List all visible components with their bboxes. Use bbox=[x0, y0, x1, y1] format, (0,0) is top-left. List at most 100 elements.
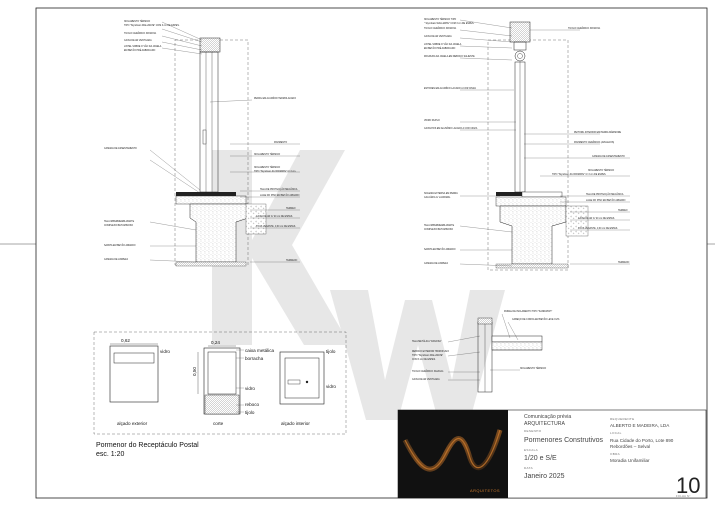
left-label-4: CAIXA DE AR VENTILADA bbox=[124, 39, 152, 42]
roof-label-2: CABEÇO DE COROA EM BETÃO LEVE I=2% bbox=[512, 318, 559, 321]
obra-value: Moradia Unifamiliar bbox=[610, 458, 650, 463]
right-label-11: CAIXILHOS EM ALUMÍNIO LACADO A COR CINZA bbox=[424, 127, 478, 130]
escala-label: ESCALA bbox=[524, 448, 539, 452]
right-label-14: CAMADA DE ASSENTAMENTO bbox=[592, 155, 625, 158]
logo-caption: ARQUITETOS bbox=[470, 488, 500, 493]
right-label-26: SAPATA EM BETÃO ARMADO bbox=[424, 248, 456, 251]
postbox-label-vidro-1: vidro bbox=[160, 349, 170, 354]
left-label-3: TIJOLO CERÂMICO 30X20X11 bbox=[124, 32, 157, 35]
left-label-2: TIPO "Styrofoam WALLMATE" COM 3 cm DE ES… bbox=[124, 24, 180, 27]
postbox-label-vidro-3: vidro bbox=[326, 384, 336, 389]
view-label-corte: corte bbox=[213, 421, 224, 426]
right-label-12: PEITORIL INTERIOR EM PEDRA MÁRMORE bbox=[574, 131, 622, 134]
left-label-15: TERREO bbox=[286, 208, 296, 210]
left-label-9: CAMADA DE ASSENTAMENTO bbox=[104, 147, 137, 150]
left-label-12: TIPO "Styrofoam FLOORMATE" C/ 3 cm. bbox=[254, 170, 296, 173]
postbox-title: Pormenor do Receptáculo Postal bbox=[96, 442, 199, 449]
view-label-exterior: alçado exterior bbox=[117, 421, 148, 426]
roof-label-5: TIPO "Styrofoam WALLMATE" bbox=[412, 354, 443, 357]
postbox-label-borracha: borracha bbox=[245, 356, 264, 361]
title-block: ARQUITETOS Comunicação prévia ARQUITECTU… bbox=[397, 409, 707, 499]
local-value-2: Rebordões – Selval bbox=[610, 444, 650, 449]
left-label-16: CAIXA DE AR C/ 20 cm DE ESPES. bbox=[256, 215, 293, 218]
watermark-kw bbox=[212, 150, 505, 420]
postbox-scale: esc. 1:20 bbox=[96, 451, 125, 458]
project-line-2: ARQUITECTURA bbox=[524, 421, 565, 427]
desenho-value: Pormenores Construtivos bbox=[524, 437, 603, 444]
roof-label-3: TELA METÁLICA "DANOSA" bbox=[412, 340, 442, 343]
project-line-1: Comunicação prévia bbox=[524, 414, 571, 420]
left-label-14: LAGE DO PISO EM BETÃO ARMADO bbox=[260, 194, 300, 197]
left-label-6: EM BETÃO PRÉ-FABRICADO bbox=[124, 49, 155, 52]
data-label: DATA bbox=[524, 466, 534, 470]
postbox-label-vidro-2: vidro bbox=[245, 386, 255, 391]
local-value: Rua Cidade do Porto, Lote 890 bbox=[610, 438, 674, 443]
folha-label: FOLHA Nº bbox=[676, 494, 690, 498]
postbox-dim-1: 0,62 bbox=[121, 338, 130, 343]
right-label-13: PAVIMENTO CERÂMICO (AZULEJOS) bbox=[574, 141, 614, 144]
left-label-5: LINTEL SOBRE O VÃO DA JANELA bbox=[124, 45, 162, 48]
local-label: LOCAL bbox=[610, 431, 622, 435]
right-label-18: CALCÁRIA C/ LACRIMAL bbox=[424, 196, 451, 199]
roof-label-9: ISOLAMENTO TÉRMICO bbox=[520, 367, 546, 370]
right-label-24: TELA IMPERMEABILIZANTE bbox=[424, 224, 455, 227]
postbox-dim-2: 0,24 bbox=[211, 340, 220, 345]
right-label-28: TERRENO bbox=[618, 262, 629, 264]
right-label-23: TOUT-VENANTE, 0,30 cm DE ESPES. bbox=[578, 227, 618, 230]
right-label-7: EM BETÃO PRÉ-FABRICADO bbox=[424, 47, 455, 50]
right-label-15: ISOLAMENTO TÉRMICO bbox=[588, 169, 614, 172]
requerente-label: REQUERENTE bbox=[610, 417, 635, 421]
escala-value: 1/20 e S/E bbox=[524, 455, 557, 462]
right-label-6: LINTEL SOBRE O VÃO DA JANELA bbox=[424, 43, 462, 46]
left-label-10: ISOLAMENTO TÉRMICO bbox=[254, 153, 280, 156]
left-label-22: TERRENO bbox=[286, 260, 297, 262]
right-label-2: " Styrofoam WALLMATE" COM 3 cm DE ESPES. bbox=[424, 22, 474, 25]
obra-label: OBRA bbox=[610, 452, 621, 456]
sheet-border bbox=[35, 7, 708, 499]
right-label-16: TIPO "Styrofoam FLOORMATE" C/ 3 cm DE ES… bbox=[552, 173, 607, 176]
left-label-18: TELA IMPERMEABILIZANTE bbox=[104, 220, 135, 223]
left-label-20: SAPATA EM BETÃO ARMADO bbox=[104, 244, 136, 247]
data-value: Janeiro 2025 bbox=[524, 473, 565, 480]
right-label-3: TIJOLO CERÂMICO 30X20X11 bbox=[424, 27, 457, 30]
desenho-label: DESENHO bbox=[524, 429, 542, 433]
right-label-1: ISOLAMENTO TÉRMICO TIPO bbox=[424, 18, 456, 21]
roof-label-4: REBOCO EXTERIOR HIDROFUGO bbox=[412, 351, 449, 353]
left-label-13: TELA DE PROTECÇÃO MECÂNICA bbox=[260, 188, 298, 191]
left-label-8: PAVIMENTO bbox=[274, 141, 287, 144]
postbox-label-tijolo-1: tijolo bbox=[245, 410, 255, 415]
left-wall-section: ISOLAMENTO TÉRMICO TIPO "Styrofoam WALLM… bbox=[104, 20, 300, 267]
right-label-8: MOLDURA DA JANELA EM REBOCO SALIENTE bbox=[424, 55, 475, 58]
view-label-interior: alçado interior bbox=[281, 421, 310, 426]
roof-label-1: PAINEL DE ISOLAMENTO TIPO "SANDWICH" bbox=[504, 310, 552, 313]
right-label-27: CAMADA DE LIMPEZA bbox=[424, 262, 448, 265]
right-label-5: CAIXA DE AR VENTILADA bbox=[424, 35, 452, 38]
postbox-label-caixa: caixa metálica bbox=[245, 348, 275, 353]
roof-label-8: CAIXA DE AR VENTILADA bbox=[412, 378, 440, 381]
left-label-19: COMPLEXO BETUMINOSO bbox=[104, 225, 133, 227]
left-label-11: ISOLAMENTO TÉRMICO bbox=[254, 166, 280, 169]
right-wall-section: ISOLAMENTO TÉRMICO TIPO " Styrofoam WALL… bbox=[424, 18, 630, 271]
postbox-dim-3: 0,50 bbox=[192, 367, 197, 376]
right-label-17: SOLEIRA EXTERNA EM PEDRA bbox=[424, 192, 458, 195]
left-label-1: ISOLAMENTO TÉRMICO bbox=[124, 20, 150, 23]
postbox-detail: 0,62 vidro alçado exterior 0,24 0,50 cai… bbox=[93, 331, 347, 458]
left-label-17: TOUT-VENANTE, 0,30 cm DE ESPES. bbox=[256, 225, 296, 228]
right-label-9: ESTORES EM ALUMÍNIO LACADO A COR CINZA bbox=[424, 87, 476, 90]
postbox-label-reboco: reboco bbox=[245, 402, 259, 407]
sheet-number: 10 bbox=[676, 473, 700, 498]
postbox-label-tijolo-2: tijolo bbox=[326, 349, 336, 354]
right-label-22: CAIXA DE AR C/ 20 cm DE ESPES. bbox=[578, 217, 615, 220]
right-label-21: TERREO bbox=[618, 210, 628, 212]
right-label-25: COMPLEXO BETUMINOSO bbox=[424, 229, 453, 231]
right-label-20: LAGE DO PISO EM BETÃO ARMADO bbox=[586, 199, 626, 202]
left-label-7: PERFIL EM ALUMÍNIO TERMOLACADO bbox=[254, 97, 296, 100]
roof-label-6: COM 3 cm DE ESPES. bbox=[412, 359, 436, 361]
right-label-4: TIJOLO CERÂMICO 30X20X11 bbox=[568, 27, 601, 30]
right-label-10: VIDRO DUPLO bbox=[424, 120, 440, 122]
left-label-21: CAMADA DE LIMPEZA bbox=[104, 258, 128, 261]
parapet-section: PAINEL DE ISOLAMENTO TIPO "SANDWICH" CAB… bbox=[412, 310, 559, 393]
requerente-value: ALBERTO E MADEIRA, LDA bbox=[610, 423, 670, 428]
roof-label-7: TIJOLO CERÂMICO 30x20x11 bbox=[412, 370, 444, 373]
